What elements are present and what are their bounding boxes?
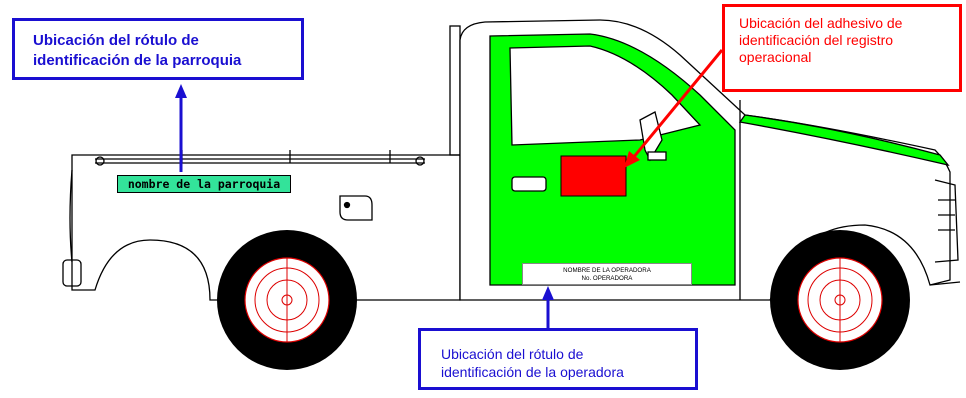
truck-front <box>929 179 961 286</box>
operadora-name-plate: NOMBRE DE LA OPERADORA No. OPERADORA <box>522 263 692 285</box>
callout-parroquia: Ubicación del rótulo de identificación d… <box>12 18 304 80</box>
callout-operadora-line1: Ubicación del rótulo de <box>441 346 584 362</box>
truck-bed <box>62 25 461 301</box>
callout-adhesivo-line3: operacional <box>739 49 812 65</box>
parroquia-name-plate: nombre de la parroquia <box>117 175 291 193</box>
registro-sticker <box>560 155 627 197</box>
callout-parroquia-line2: identificación de la parroquia <box>33 52 242 69</box>
rear-wheel <box>217 230 357 370</box>
callout-adhesivo-line1: Ubicación del adhesivo de <box>739 15 903 31</box>
callout-operadora: Ubicación del rótulo de identificación d… <box>418 328 698 390</box>
hood-stripe <box>738 114 950 167</box>
arrow-parroquia <box>175 84 187 172</box>
operadora-number-text: No. OPERADORA <box>581 275 633 282</box>
callout-adhesivo-line2: identificación del registro <box>739 32 894 48</box>
callout-parroquia-line1: Ubicación del rótulo de <box>33 32 199 49</box>
front-wheel <box>770 230 910 370</box>
callout-operadora-line2: identificación de la operadora <box>441 364 624 380</box>
arrow-operadora <box>542 286 554 328</box>
operadora-name-text: NOMBRE DE LA OPERADORA <box>563 267 651 274</box>
arrow-adhesivo <box>624 49 724 168</box>
callout-adhesivo: Ubicación del adhesivo de identificación… <box>722 4 962 92</box>
